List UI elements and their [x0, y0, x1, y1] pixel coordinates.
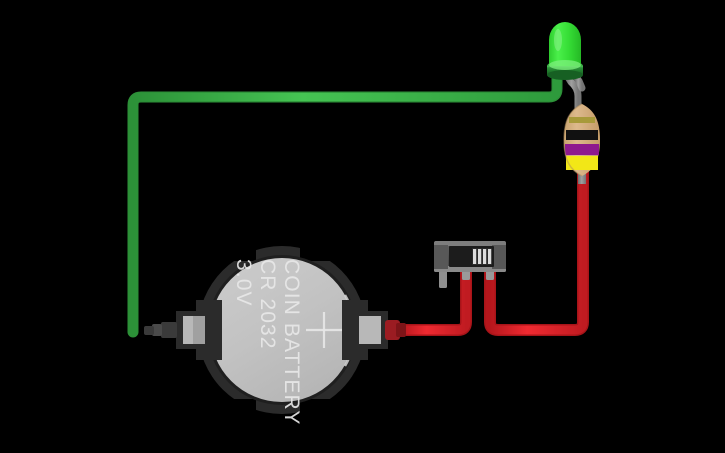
resistor[interactable] — [562, 70, 600, 184]
resistor-band-purple — [565, 144, 599, 155]
led-flange-bottom — [547, 70, 583, 80]
holder-notch-bottom-left — [196, 399, 256, 413]
switch-slider-stripe-1 — [473, 249, 477, 264]
led-dome-base-glow — [549, 60, 581, 70]
holder-notch-top-right — [300, 247, 358, 261]
connector-pos-sleeve — [396, 323, 406, 337]
led-dome — [549, 22, 581, 66]
battery-label-line-1: COIN BATTERY — [280, 259, 303, 425]
holder-notch-top-left — [196, 247, 256, 261]
battery-label-line-2: CR 2032 — [256, 259, 279, 350]
battery-label-line-3: 3.0V — [232, 259, 255, 307]
switch-slider-stripe-4 — [488, 249, 492, 264]
coin-cell-face — [210, 258, 354, 402]
battery-terminal-negative[interactable] — [144, 300, 222, 360]
wire-red-2-core — [485, 167, 588, 335]
switch-shoulder-right — [492, 245, 506, 269]
led-dome-highlight — [554, 29, 562, 51]
connector-neg-sleeve — [152, 324, 162, 336]
polarity-plus-icon — [306, 312, 342, 348]
resistor-lead-top — [562, 70, 582, 114]
switch-slider-stripe-3 — [483, 249, 487, 264]
coin-battery-holder[interactable]: COIN BATTERY CR 2032 3.0V — [144, 246, 406, 425]
wire-green-core — [128, 59, 562, 337]
switch-body-bottom-edge — [434, 266, 506, 272]
resistor-band-gold — [569, 117, 595, 123]
resistor-body-shade — [563, 103, 583, 177]
switch-shoulder-left — [434, 245, 448, 269]
switch-body-top-edge — [434, 241, 506, 246]
wire-red-battery-switch — [394, 258, 472, 336]
resistor-band-yellow — [566, 156, 598, 170]
terminal-pos-contact — [359, 316, 381, 344]
switch-slider-base — [472, 248, 492, 265]
wire-red-switch-resistor — [484, 166, 589, 336]
connector-neg-tip — [144, 326, 154, 335]
slide-switch[interactable] — [434, 241, 506, 288]
wire-red-1-core — [395, 259, 471, 335]
switch-slider-actuator[interactable] — [472, 248, 492, 265]
wire-green — [127, 58, 563, 338]
switch-slider-stripe-2 — [478, 249, 482, 264]
holder-notch-bottom-right — [300, 399, 358, 413]
led[interactable] — [547, 22, 586, 92]
connector-neg-boot — [161, 322, 177, 338]
battery-terminal-positive[interactable] — [342, 300, 406, 360]
resistor-band-black — [566, 130, 598, 140]
terminal-neg-contact-shade — [193, 316, 205, 344]
coin-cell-label: COIN BATTERY CR 2032 3.0V — [232, 259, 303, 425]
